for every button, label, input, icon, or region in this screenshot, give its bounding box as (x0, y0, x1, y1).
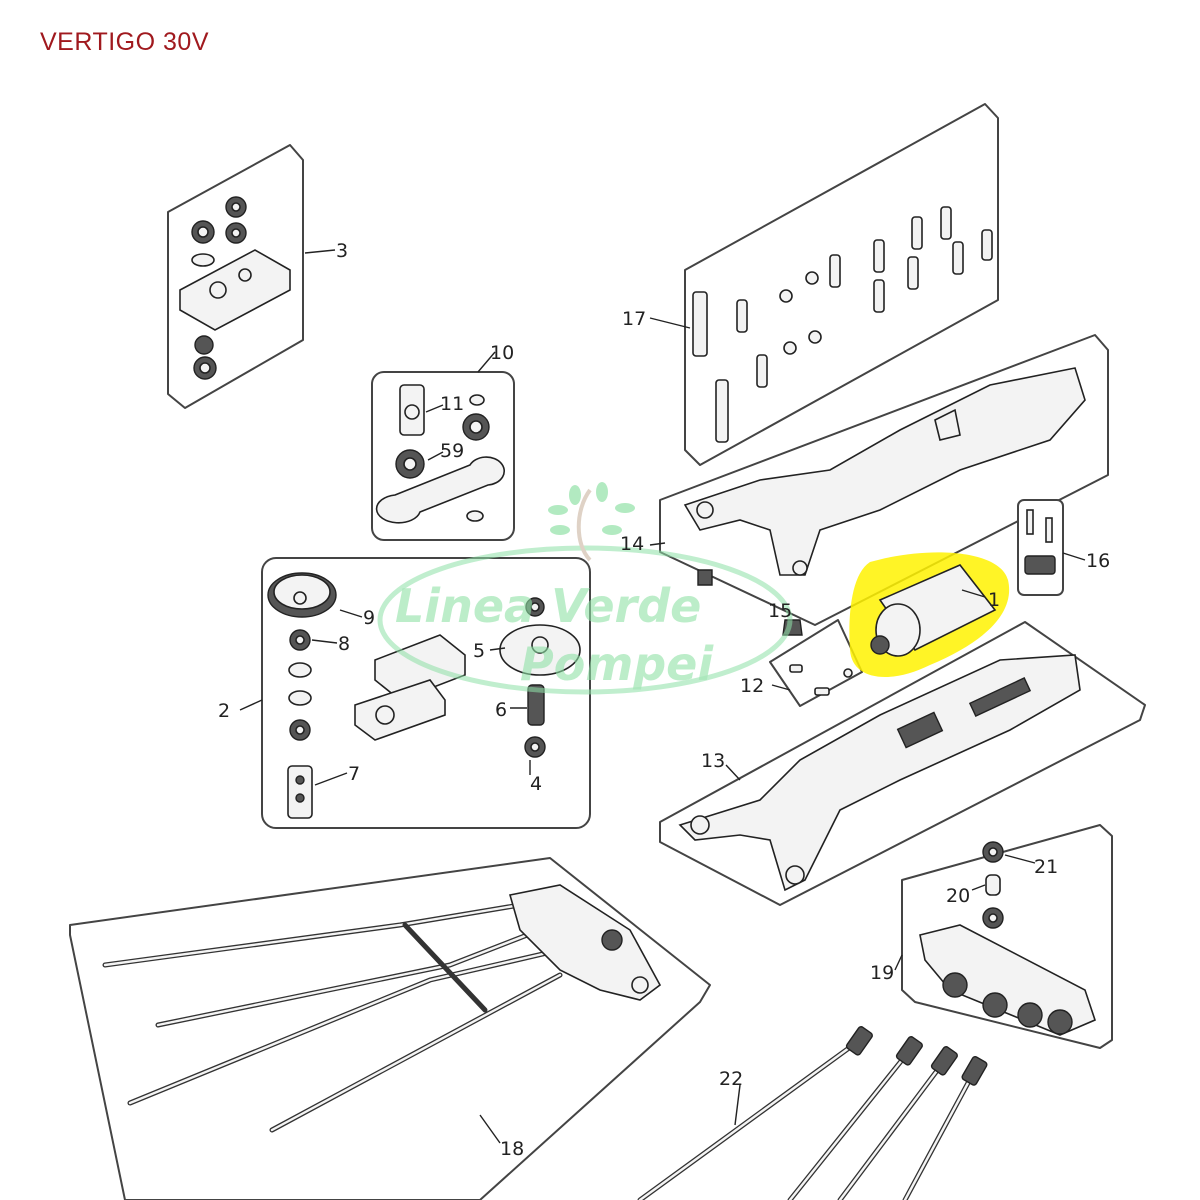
callout-6: 6 (495, 699, 507, 721)
callout-2: 2 (218, 700, 230, 722)
callout-4: 4 (530, 773, 542, 795)
arm-bracket-19 (919, 841, 1096, 1036)
callout-7: 7 (348, 763, 360, 785)
callout-14: 14 (620, 533, 644, 555)
callout-59: 59 (440, 440, 464, 462)
connecting-rod-set-10 (375, 384, 506, 524)
upper-housing-14 (683, 367, 1086, 586)
callout-18: 18 (500, 1138, 524, 1160)
panel-12 (769, 619, 863, 707)
diagram-title: VERTIGO 30V (40, 28, 209, 56)
rods-22 (637, 1026, 988, 1200)
plate-12 (789, 664, 853, 696)
lower-housing-13 (678, 654, 1081, 892)
callout-1: 1 (988, 589, 1000, 611)
callout-3: 3 (336, 240, 348, 262)
part-16 (1024, 509, 1056, 575)
callout-17: 17 (622, 308, 646, 330)
callout-15: 15 (768, 600, 792, 622)
panel-18 (69, 857, 711, 1200)
watermark-line2: Pompei (520, 637, 714, 691)
callout-11: 11 (440, 393, 464, 415)
callout-12: 12 (740, 675, 764, 697)
callout-5: 5 (473, 640, 485, 662)
callout-20: 20 (946, 885, 970, 907)
callout-16: 16 (1086, 550, 1110, 572)
arm-assembly-18 (102, 884, 662, 1133)
callout-22: 22 (719, 1068, 743, 1090)
watermark-line1: Linea Verde (395, 579, 701, 633)
screw-set-17 (692, 206, 993, 443)
watermark-logo: Linea Verde Pompei (377, 482, 793, 695)
panel-16 (1017, 499, 1064, 596)
callout-13: 13 (701, 750, 725, 772)
callout-21: 21 (1034, 856, 1058, 878)
callout-8: 8 (338, 633, 350, 655)
leader-lines (239, 249, 1086, 1144)
gear-set-2 (267, 572, 581, 819)
motor-1-highlighted (849, 552, 1010, 677)
callout-10: 10 (490, 342, 514, 364)
callout-19: 19 (870, 962, 894, 984)
corner-text: ----- (1139, 0, 1172, 7)
callout-9: 9 (363, 607, 375, 629)
bearing-set-3 (179, 196, 291, 380)
